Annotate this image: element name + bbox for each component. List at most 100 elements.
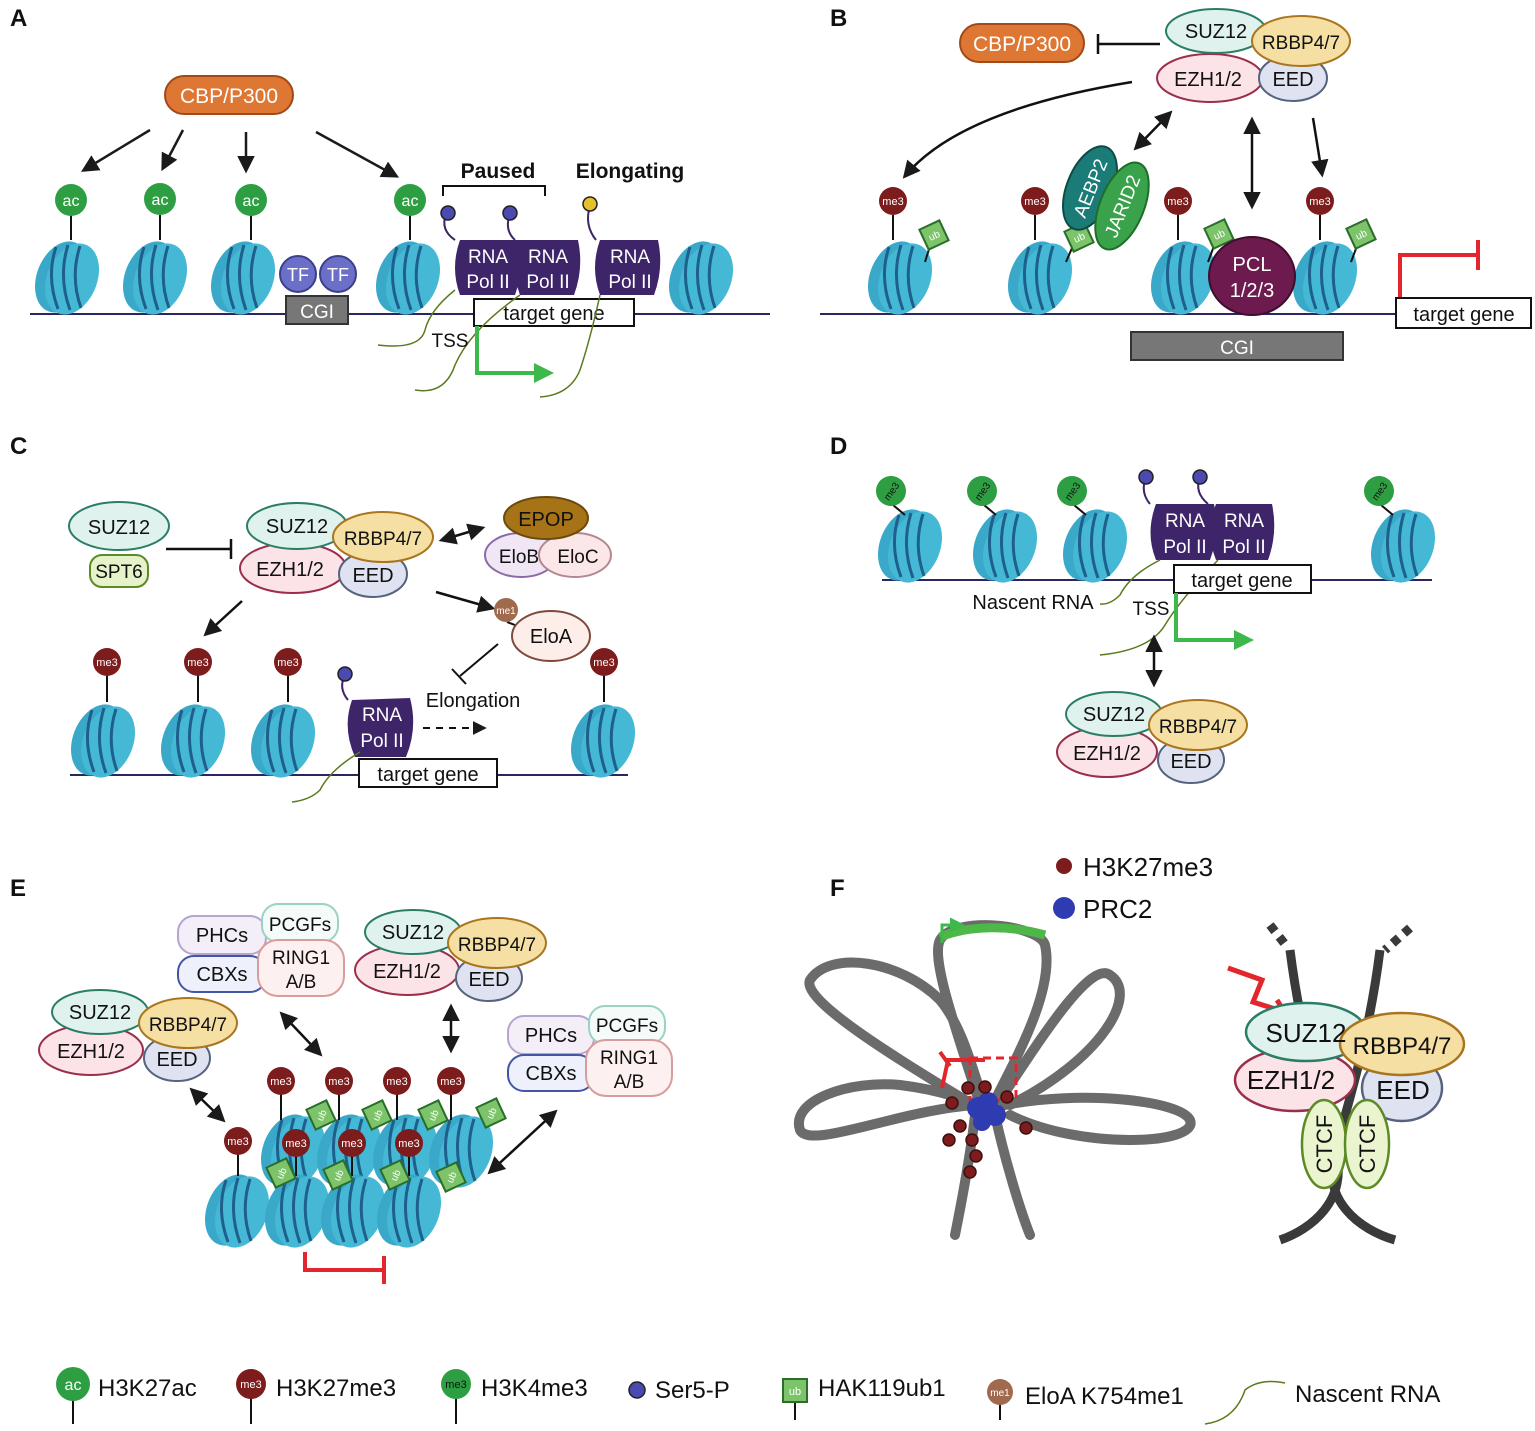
svg-text:Pol II: Pol II	[1222, 537, 1265, 558]
svg-text:me3: me3	[277, 657, 298, 669]
svg-text:me3: me3	[240, 1379, 261, 1391]
elongating-label: Elongating	[576, 160, 685, 183]
tf-label: TF	[327, 265, 349, 285]
svg-text:me3: me3	[328, 1076, 349, 1088]
panel-a: A CBP/P300 ac ac ac ac	[10, 5, 770, 398]
rna-pol-ii-elongating: RNA Pol II	[582, 196, 661, 295]
svg-text:EloC: EloC	[557, 547, 598, 568]
svg-text:me3: me3	[227, 1136, 248, 1148]
prc2-arrow	[902, 80, 1133, 179]
prc2-complex: SUZ12 RBBP4/7 EZH1/2 EED	[239, 502, 434, 598]
legend-h3k27me3: me3 H3K27me3	[236, 1369, 396, 1424]
svg-text:RNA: RNA	[468, 247, 508, 268]
repression-symbol	[1398, 253, 1478, 300]
svg-text:EED: EED	[1170, 751, 1211, 773]
svg-text:EED: EED	[1376, 1075, 1429, 1105]
svg-text:ub: ub	[789, 1386, 801, 1398]
prc2-complex: SUZ12 RBBP4/7 EZH1/2 EED	[38, 989, 238, 1082]
nucleosome	[1051, 499, 1139, 593]
svg-text:me3: me3	[386, 1076, 407, 1088]
svg-text:ac: ac	[65, 1377, 82, 1394]
nucleosome	[199, 231, 287, 325]
svg-text:RING1: RING1	[272, 948, 330, 969]
eloa-label: EloA	[530, 626, 573, 648]
prc2-arrow	[1311, 117, 1329, 178]
tss-label: TSS	[1133, 599, 1170, 620]
cbp-p300-node	[959, 23, 1085, 63]
nascent-rna	[291, 751, 361, 803]
rna-pol-ii: RNA Pol II	[502, 205, 581, 295]
svg-text:Pol II: Pol II	[466, 272, 509, 293]
svg-text:me3: me3	[285, 1138, 306, 1150]
svg-text:me3: me3	[398, 1138, 419, 1150]
legend-nascent-rna: Nascent RNA	[1204, 1380, 1440, 1425]
svg-text:me3: me3	[593, 657, 614, 669]
panel-letter-e: E	[10, 875, 26, 902]
pcl-label: PCL	[1233, 254, 1272, 276]
tf-label: TF	[287, 265, 309, 285]
bidirectional-arrow	[1133, 110, 1173, 151]
svg-text:me3: me3	[440, 1076, 461, 1088]
legend-h3k27me3-dot	[1056, 858, 1072, 874]
svg-text:ub: ub	[927, 229, 942, 244]
nascent-rna	[414, 294, 521, 392]
cgi-label: CGI	[300, 302, 334, 323]
prc2-complex: SUZ12 RBBP4/7 EZH1/2 EED	[354, 909, 547, 1002]
svg-text:RNA: RNA	[610, 247, 650, 268]
svg-text:ub: ub	[315, 1108, 330, 1123]
svg-text:me1: me1	[990, 1388, 1010, 1399]
svg-text:EZH1/2: EZH1/2	[57, 1041, 125, 1063]
nucleosome	[111, 231, 199, 325]
nucleosome	[996, 231, 1084, 325]
bidirectional-arrow	[487, 1109, 558, 1175]
svg-text:me3: me3	[341, 1138, 362, 1150]
panel-letter-a: A	[10, 5, 27, 32]
svg-text:RING1: RING1	[600, 1048, 658, 1069]
epop-complex: EPOP EloB EloC	[484, 496, 612, 578]
svg-text:ub: ub	[1212, 228, 1227, 243]
svg-text:EED: EED	[352, 565, 393, 587]
svg-text:ub: ub	[332, 1168, 347, 1183]
legend-prc2-label: PRC2	[1083, 894, 1152, 924]
svg-text:EZH1/2: EZH1/2	[1247, 1065, 1335, 1095]
svg-text:ac: ac	[63, 193, 80, 210]
rna-pol-ii: RNA Pol II	[440, 205, 522, 295]
svg-text:EloA K754me1: EloA K754me1	[1025, 1383, 1184, 1410]
legend-h3k4me3: me3 H3K4me3	[441, 1369, 588, 1424]
nucleosome	[559, 694, 647, 788]
legend-h3k27ac: ac H3K27ac	[56, 1367, 197, 1424]
inhibition-line	[459, 643, 499, 677]
ctcf-anchor: SUZ12 RBBP4/7 EZH1/2 EED CTCF CTCF	[1227, 922, 1466, 1245]
nucleosome	[149, 694, 237, 788]
svg-text:EED: EED	[468, 969, 509, 991]
svg-text:RBBP4/7: RBBP4/7	[1159, 717, 1237, 738]
svg-text:CTCF: CTCF	[1355, 1115, 1380, 1174]
svg-text:RBBP4/7: RBBP4/7	[1353, 1033, 1452, 1060]
svg-text:RNA: RNA	[1224, 511, 1264, 532]
panel-b: B CBP/P300 SUZ12 RBBP4/7 EZH1/2 EED	[820, 5, 1532, 361]
target-gene-label: target gene	[377, 764, 478, 786]
target-gene-label: target gene	[1191, 570, 1292, 592]
ac-marks: ac ac ac ac	[55, 183, 426, 240]
svg-text:SUZ12: SUZ12	[1185, 21, 1247, 43]
legend-ser5p: Ser5-P	[628, 1377, 730, 1404]
target-gene-box	[1395, 297, 1532, 329]
panel-letter-b: B	[830, 5, 847, 32]
bidirectional-arrow	[189, 1087, 226, 1123]
transcription-arrow	[1174, 593, 1254, 650]
panel-e: E PHCs CBXs PCGFs RING1 A/B SUZ12 RBBP4/…	[10, 875, 673, 1284]
target-gene-label: target gene	[1413, 304, 1514, 326]
svg-text:PHCs: PHCs	[525, 1025, 577, 1047]
spt6-node	[89, 554, 149, 588]
svg-text:ac: ac	[243, 193, 260, 210]
bidirectional-arrow	[438, 523, 486, 545]
svg-text:CBXs: CBXs	[196, 964, 247, 986]
suz12-label: SUZ12	[88, 517, 150, 539]
svg-text:ac: ac	[402, 193, 419, 210]
bidirectional-arrow	[279, 1011, 323, 1057]
svg-text:A/B: A/B	[286, 972, 317, 993]
active-gene-segment	[938, 923, 1047, 942]
nascent-rna-label: Nascent RNA	[972, 592, 1094, 614]
nascent-rna	[1099, 559, 1161, 605]
